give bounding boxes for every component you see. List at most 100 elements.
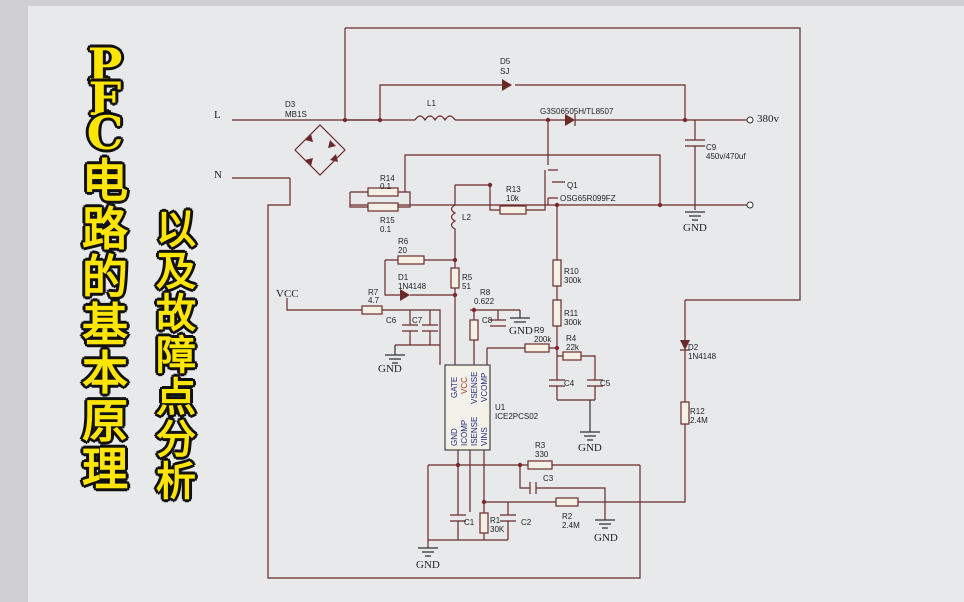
label-gnd-ic: GND <box>416 559 440 571</box>
resistor-r8 <box>469 319 479 341</box>
resistor-r1 <box>479 512 489 534</box>
capacitor-c9 <box>685 120 705 210</box>
ic-pin-isense: ISENSE <box>470 417 479 446</box>
ic-pin-vsense: VSENSE <box>470 372 479 404</box>
label-r2: R2 <box>562 512 573 521</box>
label-r1: R1 <box>490 516 501 525</box>
label-d2: D2 <box>688 343 699 352</box>
label-r10v: 300k <box>564 276 582 285</box>
title-left: P F C 电 路 的 基 本 原 理 <box>76 42 134 494</box>
label-r10: R10 <box>564 267 579 276</box>
paper-sheet <box>28 6 964 602</box>
ic-pin-vcomp: VCOMP <box>480 373 489 402</box>
label-c1: C1 <box>464 518 475 527</box>
label-r9v: 200k <box>534 335 552 344</box>
label-c4: C4 <box>564 379 575 388</box>
diode-main <box>565 114 575 126</box>
label-L: L <box>214 109 221 121</box>
ic-pin-gnd: GND <box>450 428 459 446</box>
ic-pin-vins: VINS <box>480 427 489 446</box>
label-c8: C8 <box>482 316 493 325</box>
label-r15: R15 <box>380 216 395 225</box>
label-N: N <box>214 169 222 181</box>
label-c3: C3 <box>543 474 554 483</box>
label-c9: C9 <box>706 143 717 152</box>
label-gnd-c4: GND <box>578 442 602 454</box>
inductor-l1 <box>414 115 456 122</box>
label-u1v: ICE2PCS02 <box>495 412 539 421</box>
title-char: 点 <box>156 374 196 421</box>
label-r7: R7 <box>368 288 379 297</box>
ic-pin-vcc: VCC <box>460 377 469 394</box>
resistor-r7 <box>361 305 383 315</box>
capacitor-c3 <box>519 465 606 520</box>
label-r6: R6 <box>398 237 409 246</box>
label-r12v: 2.4M <box>690 416 708 425</box>
bridge-rectifier-d3 <box>294 124 346 176</box>
label-r14v: 0.1 <box>380 182 392 191</box>
label-c6: C6 <box>386 316 397 325</box>
mosfet-q1 <box>544 120 565 205</box>
diode-d5 <box>502 79 512 91</box>
inductor-l2 <box>450 185 457 240</box>
label-q1: Q1 <box>567 181 578 190</box>
resistor-r15 <box>367 202 399 212</box>
capacitor-c1 <box>450 465 466 540</box>
resistor-r3 <box>527 460 553 470</box>
label-q1v: OSG65R099FZ <box>560 194 616 203</box>
label-gnd-main: GND <box>683 222 707 234</box>
title-char: 路 <box>82 202 128 256</box>
label-r3: R3 <box>535 441 546 450</box>
label-r6v: 20 <box>398 246 407 255</box>
label-gnd-r2: GND <box>594 532 618 544</box>
title-char: 分 <box>156 416 196 463</box>
label-d1v: 1N4148 <box>398 282 427 291</box>
wire-top-loop <box>345 27 801 301</box>
label-c9v: 450v/470uf <box>706 152 746 161</box>
title-char: 基 <box>82 298 128 352</box>
capacitor-c5 <box>587 379 603 400</box>
label-r12: R12 <box>690 407 705 416</box>
title-char: 本 <box>82 346 128 400</box>
title-right: 以 及 故 障 点 分 析 <box>150 210 202 504</box>
label-r8: R8 <box>480 288 491 297</box>
label-d3: D3 <box>285 100 296 109</box>
label-r4v: 22k <box>566 343 580 352</box>
title-char: 故 <box>156 290 196 337</box>
title-char: 障 <box>156 332 196 379</box>
label-diode-main: G3S06505H/TL8507 <box>540 107 614 116</box>
capacitor-c2 <box>500 502 516 540</box>
title-char: 以 <box>156 206 196 253</box>
label-380v: 380v <box>757 113 780 125</box>
label-VCC: VCC <box>276 288 299 300</box>
title-char: 的 <box>82 250 128 304</box>
label-r4: R4 <box>566 334 577 343</box>
label-c7: C7 <box>412 316 423 325</box>
diode-d2 <box>680 340 690 350</box>
resistor-r10 <box>552 259 562 287</box>
label-r13: R13 <box>506 185 521 194</box>
label-c5: C5 <box>600 379 611 388</box>
label-d5v: SJ <box>500 67 509 76</box>
diode-d1 <box>400 289 410 301</box>
label-d1: D1 <box>398 273 409 282</box>
label-r11v: 300k <box>564 318 582 327</box>
capacitor-c8 <box>490 310 506 327</box>
label-l1: L1 <box>427 99 436 108</box>
label-r5: R5 <box>462 273 473 282</box>
label-r11: R11 <box>564 309 579 318</box>
label-r5v: 51 <box>462 282 471 291</box>
resistor-r6 <box>397 255 425 265</box>
ic-pin-gate: GATE <box>450 377 459 398</box>
label-gnd-vcc: GND <box>378 363 402 375</box>
label-d3v: MB1S <box>285 110 307 119</box>
label-r1v: 30K <box>490 525 505 534</box>
resistor-r4 <box>562 351 582 361</box>
label-r15v: 0.1 <box>380 225 392 234</box>
label-r7v: 4.7 <box>368 296 380 305</box>
title-char: F <box>88 72 122 126</box>
title-char: 电 <box>82 154 128 208</box>
label-c2: C2 <box>521 518 532 527</box>
